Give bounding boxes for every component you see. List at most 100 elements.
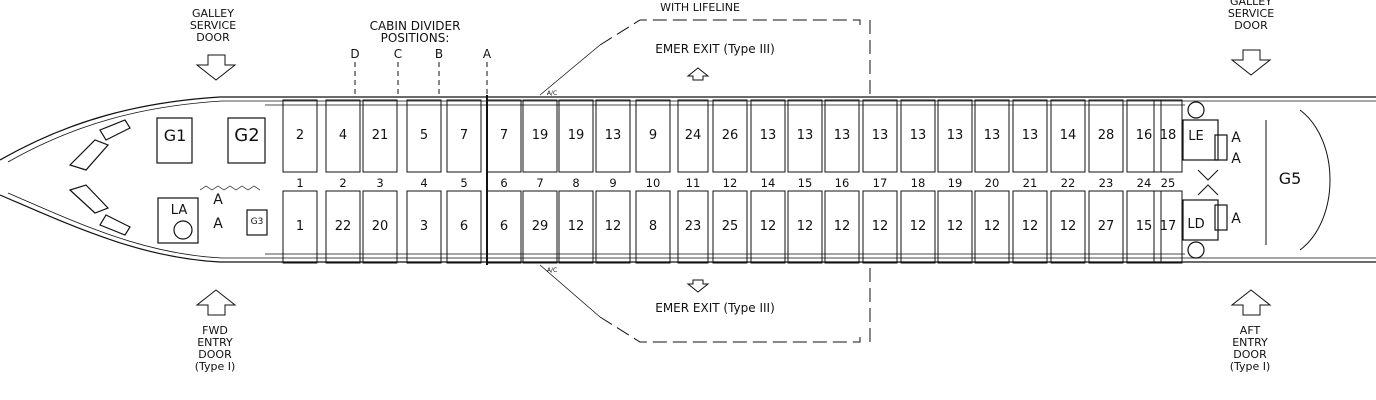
bottom-row-seat-box <box>937 190 973 264</box>
row-number: 7 <box>536 176 544 190</box>
top-row-seat-box <box>522 99 558 173</box>
top-row-seat-box <box>325 99 361 173</box>
bottom-row-seat-box <box>824 190 860 264</box>
top-row-seat-box <box>446 99 482 173</box>
bottom-row-seat-box <box>1088 190 1124 264</box>
aircraft-marker-bottom: A/C <box>546 267 558 274</box>
bottom-row-seat-label: 12 <box>983 219 1001 234</box>
top-row-seat-label: 18 <box>1159 128 1177 143</box>
bottom-row-seat-label: 12 <box>1021 219 1039 234</box>
divider-letter-c: C <box>393 47 403 61</box>
emer-exit-bottom-arrow <box>686 279 710 293</box>
bottom-row-seat-label: 12 <box>946 219 964 234</box>
row-number: 8 <box>572 176 580 190</box>
top-row-seat-box <box>282 99 318 173</box>
bottom-row-seat-box <box>1126 190 1162 264</box>
bottom-row-seat-box <box>325 190 361 264</box>
top-row-seat-label: 19 <box>567 128 585 143</box>
top-row-seat-box <box>406 99 442 173</box>
emer-exit-bottom-label: EMER EXIT (Type III) <box>655 301 775 315</box>
top-row-seat-box <box>1012 99 1048 173</box>
lavatory-le-label: LE <box>1188 129 1204 144</box>
bottom-row-seat-label: 12 <box>604 219 622 234</box>
bottom-row-seat-label: 12 <box>567 219 585 234</box>
top-row-seat-label: 26 <box>721 128 739 143</box>
top-row-seat-label: 13 <box>1021 128 1039 143</box>
galley-service-door-aft-label: GALLEY SERVICE DOOR <box>1227 0 1275 32</box>
fuselage-outline <box>0 96 1376 263</box>
bottom-row-seat-box <box>282 190 318 264</box>
top-row-seat-label: 9 <box>648 128 658 143</box>
bottom-row-seat-box <box>1050 190 1086 264</box>
top-row-seat-label: 13 <box>604 128 622 143</box>
attendant-seat-fwd-lower: A <box>213 216 223 232</box>
top-row-seat-label: 21 <box>371 128 389 143</box>
top-row-seat-label: 13 <box>871 128 889 143</box>
row-number: 9 <box>609 176 617 190</box>
top-row-seat-box <box>362 99 398 173</box>
bottom-row-seat-label: 15 <box>1135 219 1153 234</box>
bottom-row-seat-label: 6 <box>459 219 469 234</box>
attendant-seat-fwd-upper: A <box>213 192 223 208</box>
top-row-seat-label: 2 <box>295 128 305 143</box>
galley-g2-label: G2 <box>234 125 260 146</box>
top-row-seat-box <box>900 99 936 173</box>
top-row-seat-box <box>712 99 748 173</box>
row-number: 25 <box>1160 176 1176 190</box>
bottom-row-seat-box <box>558 190 594 264</box>
top-row-seat-label: 7 <box>459 128 469 143</box>
aft-entry-door-arrow <box>1230 289 1272 316</box>
bottom-row-seat-label: 27 <box>1097 219 1115 234</box>
bottom-row-seat-label: 12 <box>796 219 814 234</box>
top-row-seat-label: 14 <box>1059 128 1077 143</box>
bottom-row-seat-label: 3 <box>419 219 429 234</box>
galley-service-door-aft-arrow <box>1230 49 1272 76</box>
top-row-seat-box <box>974 99 1010 173</box>
bottom-row-seat-box <box>362 190 398 264</box>
aft-entry-door-label: AFT ENTRY DOOR (Type I) <box>1229 324 1271 373</box>
top-row-seat-box <box>750 99 786 173</box>
top-row-seat-box <box>595 99 631 173</box>
fwd-entry-door-arrow <box>195 289 237 316</box>
galley-service-door-fwd-arrow <box>195 54 237 81</box>
lavatory-ld-box <box>1182 199 1219 241</box>
bottom-row-seat-label: 20 <box>371 219 389 234</box>
top-row-seat-box <box>486 99 522 173</box>
bottom-row-seat-box <box>595 190 631 264</box>
bottom-row-seat-box <box>1012 190 1048 264</box>
emer-exit-top-arrow <box>686 67 710 81</box>
bottom-row-seat-box <box>900 190 936 264</box>
galley-g1-box <box>156 117 193 164</box>
lavatory-la-box <box>157 197 199 244</box>
row-number: 17 <box>872 176 888 190</box>
bottom-row-seat-box <box>446 190 482 264</box>
divider-letter-b: B <box>434 47 444 61</box>
lavatory-le-box <box>1182 119 1219 161</box>
cockpit-window <box>68 139 110 171</box>
bottom-row-seat-box <box>787 190 823 264</box>
galley-g2-box <box>227 117 266 164</box>
row-number: 4 <box>420 176 428 190</box>
top-row-seat-label: 28 <box>1097 128 1115 143</box>
top-row-seat-box <box>1153 99 1183 173</box>
row-number: 6 <box>500 176 508 190</box>
row-number: 18 <box>910 176 926 190</box>
row-number: 16 <box>834 176 850 190</box>
bottom-row-seat-label: 22 <box>334 219 352 234</box>
emer-exit-top-label: EMER EXIT (Type III) <box>655 42 775 56</box>
galley-g1-label: G1 <box>163 126 187 145</box>
attendant-seat-aft-upper-1: A <box>1231 130 1241 146</box>
row-number: 22 <box>1060 176 1076 190</box>
cockpit-window <box>99 214 131 236</box>
top-row-seat-label: 13 <box>946 128 964 143</box>
attendant-seat-aft-lower: A <box>1231 211 1241 227</box>
top-row-seat-label: 13 <box>759 128 777 143</box>
lavatory-la-label: LA <box>170 203 188 218</box>
bottom-row-seat-label: 23 <box>684 219 702 234</box>
bottom-row-seat-box <box>522 190 558 264</box>
galley-g3-label: G3 <box>250 217 264 227</box>
top-row-seat-label: 5 <box>419 128 429 143</box>
bottom-row-seat-box <box>677 190 709 264</box>
row-number: 12 <box>722 176 738 190</box>
